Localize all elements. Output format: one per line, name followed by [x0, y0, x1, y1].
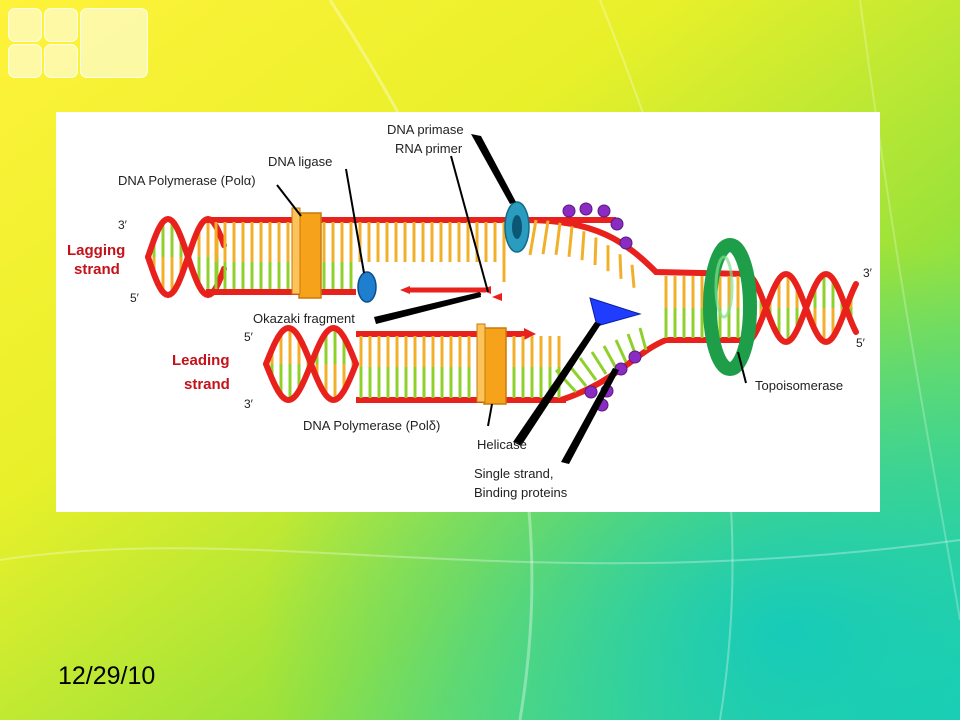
end-right-top: 3′ — [863, 266, 873, 280]
unwound-base — [590, 351, 608, 375]
lagging-strand-group — [206, 217, 616, 295]
diagram-panel: DNA primase RNA primer DNA ligase DNA Po… — [56, 112, 880, 512]
fork-lower-arm — [560, 337, 746, 403]
unwound-base — [638, 327, 648, 351]
okazaki-fragment-end — [492, 293, 502, 301]
dna-replication-diagram: DNA primase RNA primer DNA ligase DNA Po… — [67, 122, 873, 500]
leading-strand-label-1: Leading — [172, 352, 230, 369]
leading-arrowhead — [524, 328, 536, 340]
unwound-base — [554, 222, 562, 255]
lagging-parent-helix — [145, 215, 227, 299]
topoisomerase-highlight — [714, 255, 734, 319]
leading-strand-group — [263, 324, 566, 404]
label-helicase: Helicase — [477, 437, 527, 452]
okazaki-fragment-end — [400, 286, 410, 294]
leading-strand-label-2: strand — [184, 376, 230, 393]
label-topoisomerase: Topoisomerase — [755, 378, 843, 393]
end-lag-bottom: 5′ — [130, 291, 140, 305]
parent-helix-right — [743, 270, 859, 346]
unwound-base — [602, 345, 618, 369]
logo-squares — [8, 8, 150, 80]
end-right-bottom: 5′ — [856, 336, 866, 350]
label-pol-alpha: DNA Polymerase (Polα) — [118, 173, 256, 188]
unwound-base — [593, 237, 598, 266]
helicase — [589, 297, 642, 327]
dna-ligase — [357, 271, 377, 303]
label-pol-delta: DNA Polymerase (Polδ) — [303, 418, 440, 433]
unwound-base — [618, 254, 623, 279]
unwound-base — [554, 368, 578, 394]
end-lag-top: 3′ — [118, 218, 128, 232]
lagging-strand-label-1: Lagging — [67, 242, 125, 259]
label-ssb-2: Binding proteins — [474, 485, 568, 500]
label-rna-primer: RNA primer — [395, 141, 463, 156]
pointer-wedges — [374, 134, 619, 464]
lagging-strand-label-2: strand — [74, 261, 120, 278]
backbone-strand — [263, 324, 359, 404]
unwound-base — [567, 226, 574, 257]
slide-date: 12/29/10 — [58, 662, 156, 690]
fork-upper-arm — [525, 217, 747, 277]
label-dna-primase: DNA primase — [387, 122, 464, 137]
unwound-base — [630, 264, 636, 288]
replication-fork — [525, 217, 747, 403]
backbone-strand — [743, 270, 859, 346]
polymerase-alpha — [298, 212, 322, 299]
unwound-base — [541, 220, 550, 255]
label-dna-ligase: DNA ligase — [268, 154, 332, 169]
unwound-base — [614, 339, 628, 363]
end-lead-top: 5′ — [244, 330, 254, 344]
end-lead-bottom: 3′ — [244, 397, 254, 411]
backbone-strand — [743, 270, 859, 346]
label-ssb-1: Single strand, — [474, 466, 554, 481]
unwound-base — [528, 219, 538, 256]
label-okazaki: Okazaki fragment — [253, 311, 355, 326]
okazaki-fragment-end — [481, 286, 491, 294]
topoisomerase-ring — [703, 238, 757, 376]
unwound-base — [578, 357, 598, 381]
polymerase-delta — [483, 327, 507, 405]
unwound-base — [580, 231, 586, 261]
